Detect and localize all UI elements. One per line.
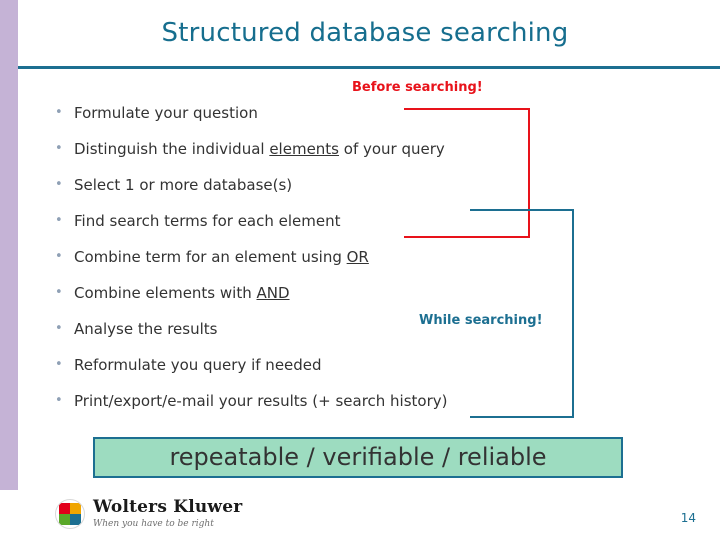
list-item: • Combine term for an element using OR [52, 247, 652, 283]
title-divider [18, 66, 720, 69]
left-accent-bar [0, 0, 18, 490]
before-searching-label: Before searching! [352, 80, 483, 95]
list-item-text: Print/export/e-mail your results (+ sear… [74, 392, 448, 410]
bullet-marker: • [55, 393, 63, 408]
list-item-text: Reformulate you query if needed [74, 356, 322, 374]
list-item: • Select 1 or more database(s) [52, 175, 652, 211]
list-item-text: Formulate your question [74, 104, 258, 122]
page-title: Structured database searching [161, 18, 569, 48]
bullet-marker: • [55, 141, 63, 156]
list-item-text: Distinguish the individual elements of y… [74, 140, 445, 158]
bullet-marker: • [55, 285, 63, 300]
list-item: • Find search terms for each element [52, 211, 652, 247]
page-number: 14 [680, 511, 696, 525]
list-item: • Distinguish the individual elements of… [52, 139, 652, 175]
list-item-text: Combine term for an element using OR [74, 248, 369, 266]
logo-mark-icon [55, 499, 85, 529]
logo-tagline: When you have to be right [93, 519, 214, 529]
bullet-marker: • [55, 177, 63, 192]
bullet-marker: • [55, 321, 63, 336]
bullet-marker: • [55, 249, 63, 264]
while-searching-bracket [470, 209, 574, 418]
list-item-text: Combine elements with AND [74, 284, 290, 302]
summary-banner-text: repeatable / verifiable / reliable [169, 443, 547, 471]
list-item-text: Select 1 or more database(s) [74, 176, 293, 194]
slide-footer [0, 490, 720, 540]
list-item-text: Analyse the results [74, 320, 218, 338]
summary-banner: repeatable / verifiable / reliable [93, 437, 623, 478]
logo-name: Wolters Kluwer [93, 497, 243, 517]
list-item: • Combine elements with AND [52, 283, 652, 319]
bullet-marker: • [55, 105, 63, 120]
before-searching-bracket [404, 108, 530, 238]
bullet-list: • Formulate your question • Distinguish … [52, 103, 652, 427]
bullet-marker: • [55, 213, 63, 228]
while-searching-label: While searching! [419, 313, 543, 328]
list-item: • Formulate your question [52, 103, 652, 139]
list-item: • Analyse the results [52, 319, 652, 355]
bullet-marker: • [55, 357, 63, 372]
list-item: • Reformulate you query if needed [52, 355, 652, 391]
list-item: • Print/export/e-mail your results (+ se… [52, 391, 652, 427]
list-item-text: Find search terms for each element [74, 212, 341, 230]
wolters-kluwer-logo: Wolters Kluwer When you have to be right [55, 498, 242, 529]
